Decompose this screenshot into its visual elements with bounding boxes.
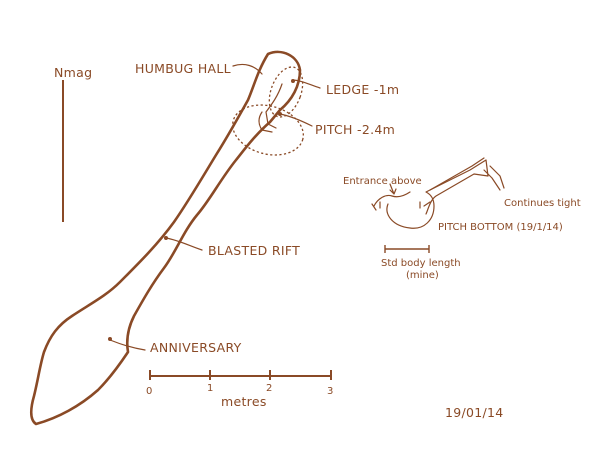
pitch-dashed-outline (232, 104, 304, 156)
inset-passage-lower (429, 157, 485, 191)
chamber-detail-line (265, 83, 283, 129)
blasted-rift-leader (165, 237, 203, 251)
humbug-hall-label: HUMBUG HALL (135, 61, 231, 76)
pitch-bottom-label: PITCH BOTTOM (19/1/14) (438, 222, 563, 233)
ledge-leader-dot (291, 79, 295, 83)
ledge-label: LEDGE -1m (326, 82, 399, 97)
mine-label: (mine) (406, 270, 439, 281)
scale-tick-label-1: 1 (207, 383, 213, 394)
survey-date: 19/01/14 (445, 405, 504, 420)
scale-tick-label-3: 3 (327, 386, 333, 397)
inset-entrance-arrow (389, 183, 397, 195)
scale-bar: 0 1 2 3 metres (146, 370, 333, 409)
pitch-label: PITCH -2.4m (315, 122, 395, 137)
north-label: Nmag (54, 65, 92, 80)
anniversary-leader (109, 339, 146, 351)
cave-passage-outline (29, 50, 302, 426)
pitch-leader-dot (278, 112, 282, 116)
scale-unit-label: metres (221, 394, 267, 409)
blasted-rift-label: BLASTED RIFT (208, 243, 300, 258)
anniversary-label: ANNIVERSARY (150, 340, 242, 355)
pitch-leader (279, 113, 313, 127)
continues-tight-label: Continues tight (504, 198, 581, 209)
pitch-bottom-inset: Entrance above Continues tight PITCH BOT… (343, 157, 581, 281)
inset-chamber-left (373, 191, 411, 207)
blasted-rift-leader-dot (164, 236, 168, 240)
humbug-hall-leader (232, 63, 263, 75)
entrance-above-label: Entrance above (343, 176, 422, 187)
inset-small-marks (371, 201, 431, 211)
scale-tick-label-0: 0 (146, 386, 152, 397)
inset-passage-continuation (483, 165, 505, 191)
anniversary-leader-dot (108, 337, 112, 341)
pitch-detail-line (258, 111, 273, 133)
inset-chamber-outline (386, 159, 489, 229)
std-body-length-label: Std body length (381, 258, 461, 269)
scale-tick-label-2: 2 (266, 383, 272, 394)
ledge-dashed-outline (268, 66, 304, 118)
